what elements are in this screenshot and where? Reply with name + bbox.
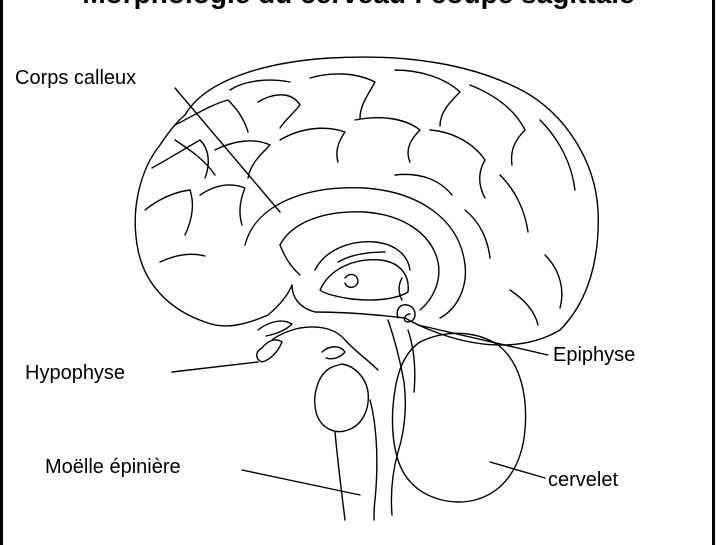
brain-outline: [135, 57, 598, 345]
gyrus-11: [355, 118, 420, 162]
leader-epiphyse: [418, 325, 548, 355]
gyrus-21: [175, 140, 215, 175]
leader-cervelet: [490, 462, 545, 478]
label-moelle-epiniere: Moëlle épinière: [45, 457, 181, 477]
brainstem-back: [388, 320, 405, 515]
cerebellum: [392, 333, 525, 502]
label-cervelet: cervelet: [548, 470, 618, 490]
gyrus-3: [258, 95, 300, 128]
corpus-callosum: [245, 188, 465, 318]
leader-hypophyse: [172, 362, 258, 372]
gyrus-2: [175, 100, 248, 132]
gyrus-13: [500, 175, 528, 232]
medulla-left: [335, 432, 345, 520]
gyrus-1: [230, 80, 290, 90]
gyrus-10: [280, 128, 345, 162]
gyrus-17: [465, 210, 490, 258]
midbrain-fold: [322, 347, 345, 359]
gyrus-15: [200, 185, 245, 225]
brainstem-back-2: [408, 330, 415, 392]
label-epiphyse: Epiphyse: [553, 345, 635, 365]
ventricle: [320, 260, 408, 300]
label-hypophyse: Hypophyse: [25, 363, 125, 383]
gyrus-9: [215, 141, 270, 178]
gyrus-6: [470, 85, 525, 165]
pineal-stalk: [399, 278, 402, 300]
gyrus-16: [395, 174, 452, 195]
thalamus: [345, 275, 358, 288]
gyrus-18: [545, 255, 562, 308]
corpus-callosum-lower: [280, 245, 300, 275]
medulla-right: [370, 400, 377, 520]
fornix: [315, 242, 410, 270]
gyrus-12: [430, 130, 485, 198]
gyrus-14: [145, 190, 192, 235]
hypothalamus: [258, 321, 292, 336]
label-corps-calleux: Corps calleux: [15, 68, 136, 88]
gyrus-4: [310, 74, 375, 118]
gyrus-7: [540, 120, 575, 190]
gyrus-19: [160, 254, 205, 262]
gyrus-20: [510, 290, 538, 325]
pons: [315, 364, 369, 432]
leader-moelle-epiniere: [242, 470, 360, 495]
gyrus-5: [395, 70, 460, 126]
midbrain: [300, 327, 378, 370]
pituitary-stalk: [257, 340, 282, 362]
